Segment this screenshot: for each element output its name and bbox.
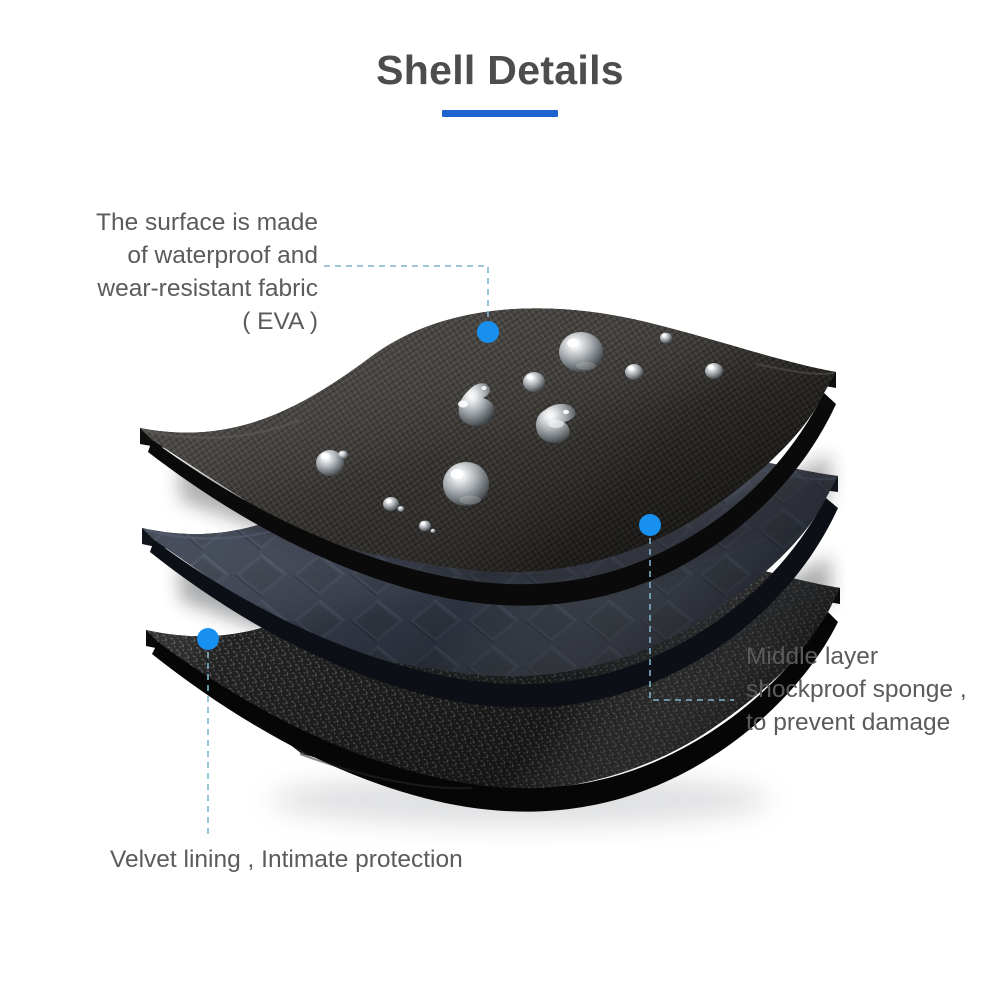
- callout-dots: [197, 321, 661, 650]
- callout-label-surface: The surface is made of waterproof and we…: [96, 209, 318, 335]
- water-droplets: [316, 332, 723, 534]
- callout-dot-top: [477, 321, 499, 343]
- title-underline: [442, 110, 558, 118]
- callout-label-velvet-lining: Velvet lining , Intimate protection: [110, 846, 463, 873]
- callout-dot-bottom: [197, 628, 219, 650]
- callout-leader-lines: [207, 265, 734, 838]
- callout-label-middle-layer: Middle layer shockproof sponge , to prev…: [746, 643, 967, 736]
- page-title: Shell Details: [376, 47, 624, 93]
- callout-dot-middle: [639, 514, 661, 536]
- page-header: Shell Details: [0, 0, 1000, 118]
- leader-line-middle: [649, 527, 734, 701]
